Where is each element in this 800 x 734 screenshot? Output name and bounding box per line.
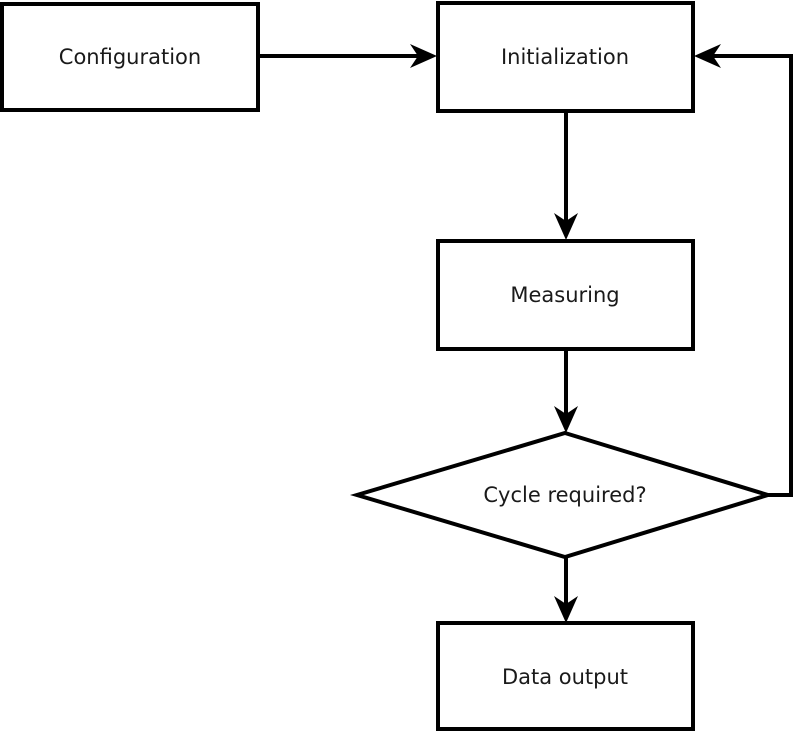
data-output-label: Data output (502, 665, 628, 689)
configuration-label: Configuration (59, 45, 201, 69)
cycle-required-diamond[interactable] (349, 430, 775, 560)
edge-measuring-to-cycle-required (554, 349, 578, 433)
data-output-box[interactable] (436, 621, 695, 731)
arrowhead-down-icon (554, 213, 578, 240)
node-cycle-required[interactable]: Cycle required? (349, 430, 775, 560)
initialization-label: Initialization (501, 45, 629, 69)
arrowhead-left-icon (694, 44, 721, 68)
edge-cycle-required-to-data-output (554, 557, 578, 623)
node-initialization[interactable]: Initialization (436, 1, 695, 113)
edge-configuration-to-initialization (260, 44, 437, 68)
edge-initialization-to-measuring (554, 111, 578, 240)
initialization-box[interactable] (436, 1, 695, 113)
cycle-required-label: Cycle required? (483, 483, 646, 507)
configuration-box[interactable] (0, 2, 260, 112)
arrowhead-right-icon (410, 44, 437, 68)
measuring-box[interactable] (436, 239, 695, 351)
arrowhead-down-icon (554, 406, 578, 433)
node-measuring[interactable]: Measuring (436, 239, 695, 351)
arrowhead-down-icon (554, 596, 578, 623)
node-configuration[interactable]: Configuration (0, 2, 260, 112)
node-data-output[interactable]: Data output (436, 621, 695, 731)
edge-cycle-required-to-initialization-feedback (694, 44, 793, 497)
measuring-label: Measuring (510, 283, 619, 307)
